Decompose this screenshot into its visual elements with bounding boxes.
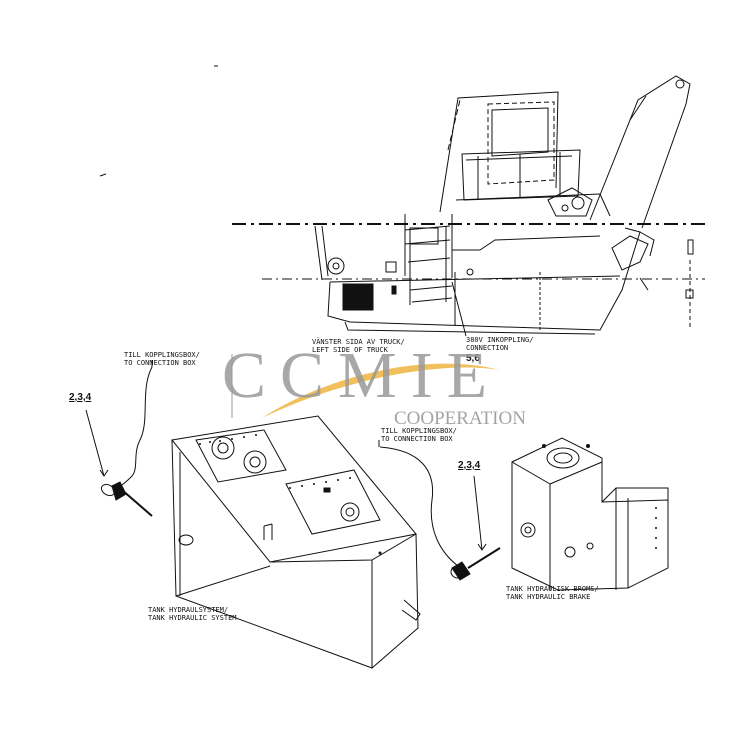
- label-tank-system: TANK HYDRAULSYSTEM/ TANK HYDRAULIC SYSTE…: [148, 606, 237, 622]
- label-inkoppling-en: CONNECTION: [466, 344, 509, 352]
- cable-left: [117, 360, 153, 489]
- watermark-brand: CCMIE: [222, 339, 502, 412]
- label-tank-system-en: TANK HYDRAULIC SYSTEM: [148, 614, 237, 622]
- label-tank-system-sv: TANK HYDRAULSYSTEM/: [148, 606, 229, 614]
- truck-side-view: [232, 75, 710, 337]
- sensor-right: [450, 475, 501, 581]
- label-connbox-right: TILL KOPPLINGSBOX/ TO CONNECTION BOX: [381, 427, 457, 443]
- label-inkoppling: 380V INKOPPLING/ CONNECTION: [466, 336, 533, 352]
- label-tank-brake: TANK HYDRAULISK BROMS/ TANK HYDRAULIC BR…: [506, 585, 599, 601]
- label-tank-brake-sv: TANK HYDRAULISK BROMS/: [506, 585, 599, 593]
- label-truck-side-en: LEFT SIDE OF TRUCK: [312, 346, 388, 354]
- ref-number-right: 2,3,4: [458, 460, 481, 471]
- label-truck-side: VÄNSTER SIDA AV TRUCK/ LEFT SIDE OF TRUC…: [312, 338, 405, 354]
- label-inkoppling-sv: 380V INKOPPLING/: [466, 336, 534, 344]
- tank-hydraulic-brake: [511, 437, 669, 591]
- watermark-swoosh: [262, 363, 500, 418]
- label-truck-side-sv: VÄNSTER SIDA AV TRUCK/: [312, 338, 405, 346]
- label-connbox-left-sv: TILL KOPPLINGSBOX/: [124, 351, 200, 359]
- ref-number-left: 2,3,4: [69, 392, 92, 403]
- label-tank-brake-en: TANK HYDRAULIC BRAKE: [506, 593, 591, 601]
- label-inkoppling-ref: 5,6: [466, 353, 480, 364]
- label-connbox-right-en: TO CONNECTION BOX: [381, 435, 453, 443]
- label-connbox-left-en: TO CONNECTION BOX: [124, 359, 196, 367]
- sensor-left: [85, 409, 153, 517]
- cable-right: [378, 440, 459, 567]
- label-connbox-right-sv: TILL KOPPLINGSBOX/: [381, 427, 457, 435]
- tank-hydraulic-system: [171, 415, 421, 669]
- watermark-tagline: COOPERATION: [394, 408, 526, 429]
- label-connbox-left: TILL KOPPLINGSBOX/ TO CONNECTION BOX: [124, 351, 200, 367]
